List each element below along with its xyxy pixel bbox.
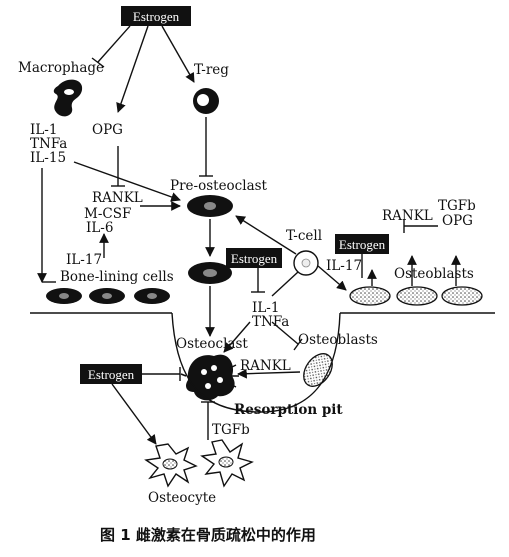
rankl-bottom-label: RANKL [240,358,291,374]
osteoblast-cell-pit [303,353,333,387]
mcsf-label: M-CSF [84,206,131,222]
macrophage-cell [53,79,83,117]
osteocyte-cell [200,439,254,488]
il17-right-label: IL-17 [326,258,362,274]
bone-lining-cell [89,288,125,304]
osteocyte-label: Osteocyte [148,490,216,506]
tnfa-label: TNFa [30,136,67,152]
il15-label: IL-15 [30,150,66,166]
macrophage-label: Macrophage [18,60,104,76]
tnfa-center-label: TNFa [252,314,289,330]
bone-lining-cell [134,288,170,304]
osteoblasts-lower-label: Osteoblasts [298,332,378,348]
osteoclast-cell [180,354,239,401]
osteoclast-precursor-cell [188,262,232,284]
svg-text:Estrogen: Estrogen [339,237,386,252]
svg-text:Estrogen: Estrogen [133,9,180,24]
il1-center-label: IL-1 [252,300,279,316]
opg-right-label: OPG [442,213,473,229]
bone-surface [30,312,495,413]
estrogen-box-center: Estrogen [226,248,282,268]
bone-lining-cells-label: Bone-lining cells [60,269,174,285]
estrogen-box-right: Estrogen [335,234,389,254]
svg-text:Estrogen: Estrogen [231,251,278,266]
estrogen-box-top: Estrogen [121,6,191,26]
il6-label: IL-6 [86,220,113,236]
osteoblasts-upper-label: Osteoblasts [394,266,474,282]
tgfb-bottom-label: TGFb [212,422,250,438]
il1-label: IL-1 [30,122,57,138]
osteoblast-cell [349,286,391,306]
bone-lining-cell [46,288,82,304]
svg-text:Estrogen: Estrogen [88,367,135,382]
opg-label: OPG [92,122,123,138]
osteoclast-label: Osteoclast [176,336,248,352]
figure-caption: 图 1 雌激素在骨质疏松中的作用 [100,526,316,544]
rankl-right-label: RANKL [382,208,433,224]
estrogen-box-bottom: Estrogen [80,364,142,384]
osteocyte-cell [144,443,198,488]
resorption-pit-label: Resorption pit [234,402,343,418]
t-cell-label: T-cell [286,228,322,244]
t-reg-cell [193,88,219,114]
osteoblast-cell [441,286,483,306]
connector-lines [37,25,461,445]
tgfb-right-label: TGFb [438,198,476,214]
t-cell [293,250,319,276]
osteoblast-cell [396,286,438,306]
il17-left-label: IL-17 [66,252,102,268]
t-reg-label: T-reg [194,62,229,78]
pre-osteoclast-cell [187,195,233,217]
rankl-left-label: RANKL [92,190,143,206]
pre-osteoclast-label: Pre-osteoclast [170,178,268,194]
